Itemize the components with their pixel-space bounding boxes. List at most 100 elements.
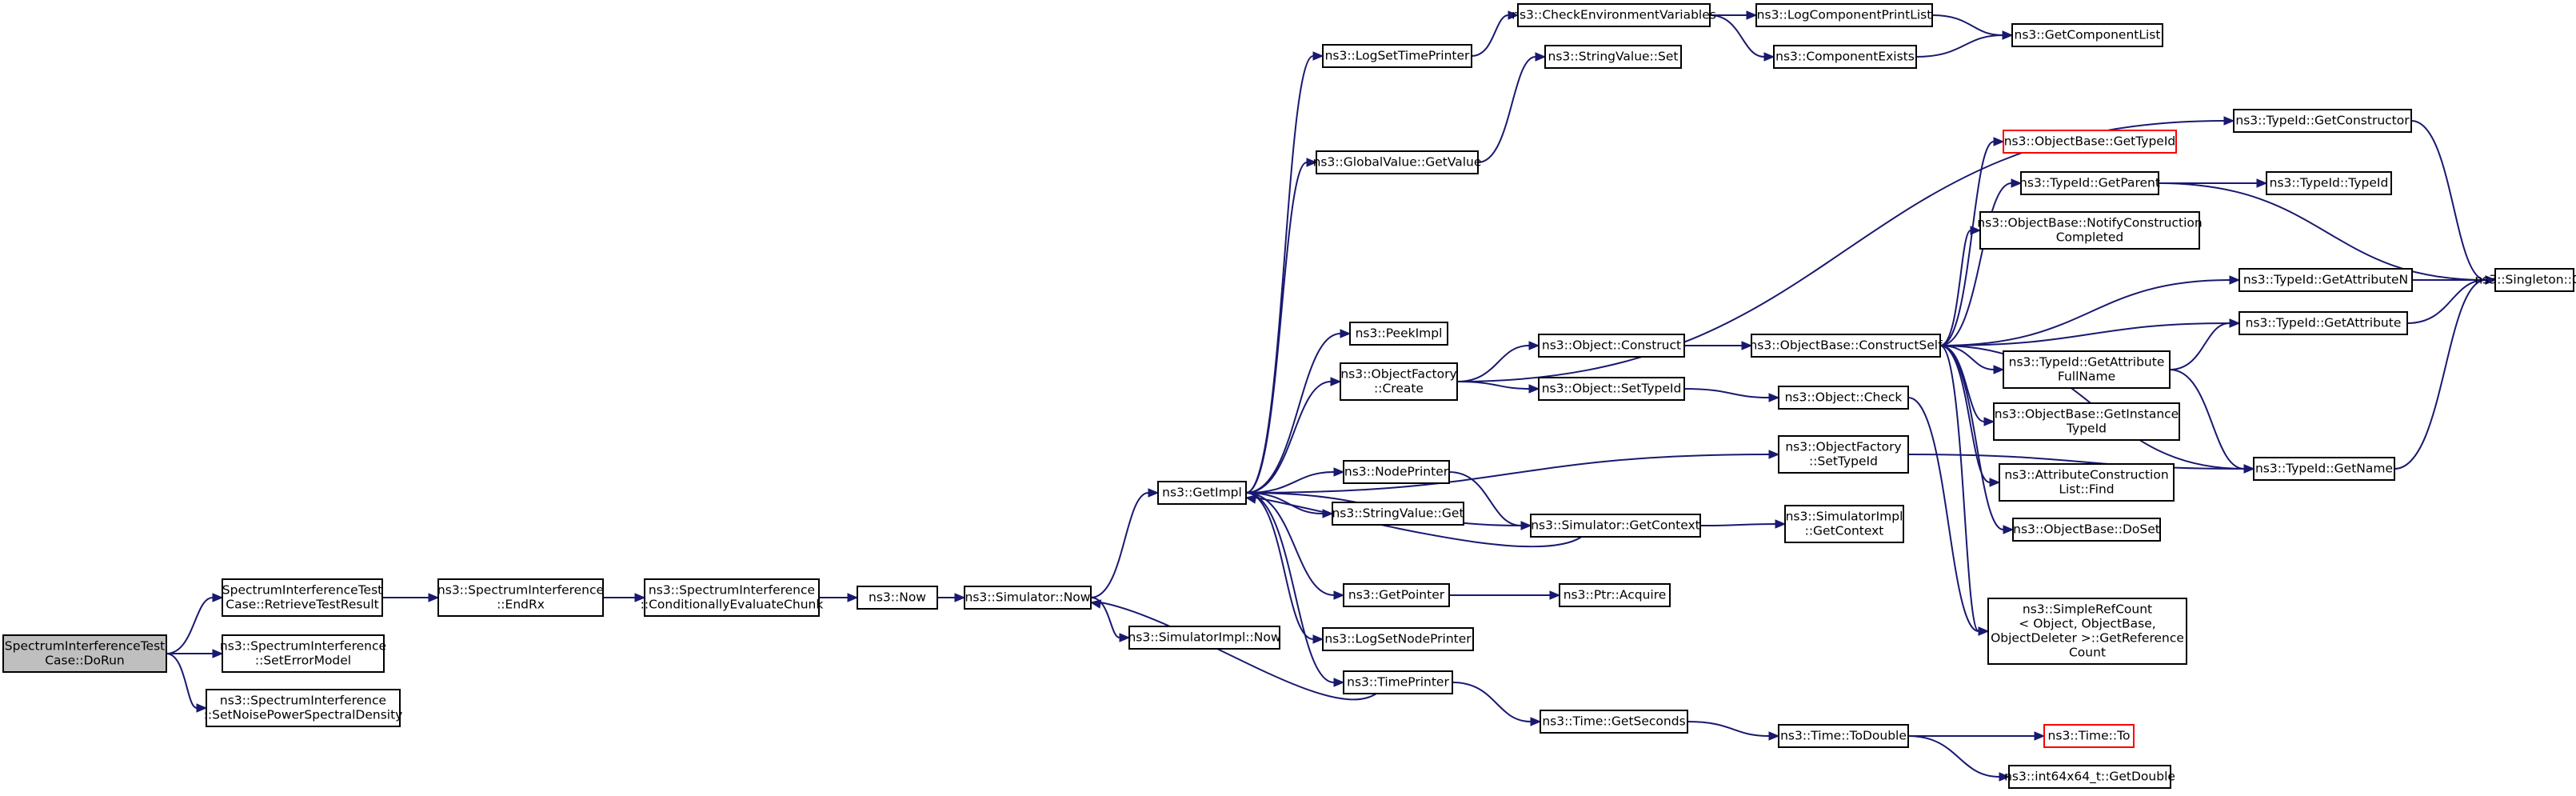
- node-box: [2494, 268, 2574, 292]
- node-box: [1544, 45, 1682, 69]
- node-label: < Object, ObjectBase,: [2019, 617, 2155, 631]
- node-label: ns3::int64x64_t::GetDouble: [2004, 770, 2175, 785]
- node-label: ::SetNoisePowerSpectralDensity: [204, 708, 403, 722]
- node-ns3-objectfactory-create[interactable]: ns3::ObjectFactory::Create: [1340, 362, 1458, 401]
- node-box: [857, 586, 938, 610]
- arrowhead-icon: [1775, 519, 1787, 529]
- node-box: [1332, 502, 1464, 526]
- node-ns3-typeid-getattributen[interactable]: ns3::TypeId::GetAttributeN: [2239, 268, 2413, 292]
- node-ns3-peekimpl[interactable]: ns3::PeekImpl: [1349, 322, 1448, 346]
- node-ns3-typeid-getparent[interactable]: ns3::TypeId::GetParent: [2019, 171, 2160, 195]
- node-box: [1343, 670, 1453, 694]
- node-box: [1340, 362, 1458, 401]
- node-label: ns3::GlobalValue::GetValue: [1313, 155, 1482, 170]
- node-ns3-getcomponentlist[interactable]: ns3::GetComponentList: [2011, 23, 2163, 47]
- arrowhead-icon: [1530, 717, 1542, 726]
- arrowhead-icon: [212, 649, 224, 658]
- node-ns3-simplerefcount-object-objectbase-objectdeleter-getreference-count[interactable]: ns3::SimpleRefCount< Object, ObjectBase,…: [1987, 598, 2187, 665]
- node-label: ns3::NodePrinter: [1344, 465, 1449, 479]
- edge-n35-n37: [1448, 471, 1522, 526]
- node-ns3-logsettimeprinter[interactable]: ns3::LogSetTimePrinter: [1322, 44, 1472, 68]
- node-ns3-objectbase-notifyconstruction-completed[interactable]: ns3::ObjectBase::NotifyConstructionCompl…: [1977, 211, 2203, 250]
- node-ns3-checkenvironmentvariables[interactable]: ns3::CheckEnvironmentVariables: [1512, 3, 1716, 27]
- node-label: ns3::TypeId::GetAttribute: [2246, 316, 2402, 330]
- node-ns3-time-todouble[interactable]: ns3::Time::ToDouble: [1778, 724, 1909, 748]
- node-ns3-logcomponentprintlist[interactable]: ns3::LogComponentPrintList: [1755, 3, 1933, 27]
- node-ns3-getimpl[interactable]: ns3::GetImpl: [1157, 481, 1247, 505]
- node-label: ns3::ObjectBase::ConstructSelf: [1749, 338, 1943, 353]
- node-label: Count: [2069, 646, 2106, 660]
- node-ns3-object-settypeid[interactable]: ns3::Object::SetTypeId: [1538, 377, 1685, 401]
- edge-n43-n44: [1687, 721, 1770, 737]
- arrowhead-icon: [1741, 341, 1753, 350]
- node-ns3-timeprinter[interactable]: ns3::TimePrinter: [1343, 670, 1453, 694]
- arrowhead-icon: [1970, 226, 1982, 235]
- node-ns3-typeid-getattribute[interactable]: ns3::TypeId::GetAttribute: [2239, 311, 2408, 335]
- node-ns3-typeid-getname[interactable]: ns3::TypeId::GetName: [2253, 457, 2395, 481]
- node-box: [1343, 583, 1450, 607]
- node-ns3-spectruminterference-seterrormodel[interactable]: ns3::SpectrumInterference::SetErrorModel: [220, 634, 386, 673]
- node-label: ::Create: [1374, 382, 1424, 396]
- node-ns3-spectruminterference-conditionallyevaluatechunk[interactable]: ns3::SpectrumInterference::Conditionally…: [641, 578, 824, 617]
- edge-n26-n25: [2169, 322, 2231, 370]
- arrowhead-icon: [1528, 341, 1540, 350]
- node-ns3-singleton-get[interactable]: ns3::Singleton::Get: [2474, 268, 2576, 292]
- node-ns3-nodeprinter[interactable]: ns3::NodePrinter: [1343, 460, 1450, 484]
- node-label: ns3::LogComponentPrintList: [1757, 8, 1932, 22]
- node-box: [1530, 514, 1701, 538]
- node-ns3-getpointer[interactable]: ns3::GetPointer: [1343, 583, 1450, 607]
- node-box: [437, 578, 604, 617]
- node-label: ns3::Ptr::Acquire: [1564, 588, 1667, 602]
- edge-n7-n8: [1471, 14, 1509, 57]
- node-ns3-object-check[interactable]: ns3::Object::Check: [1778, 386, 1909, 410]
- edge-n6-n14: [1245, 333, 1341, 494]
- node-ns3-componentexists[interactable]: ns3::ComponentExists: [1773, 45, 1917, 69]
- node-ns3-typeid-getconstructor[interactable]: ns3::TypeId::GetConstructor: [2233, 109, 2412, 133]
- node-ns3-objectbase-doset[interactable]: ns3::ObjectBase::DoSet: [2012, 518, 2161, 542]
- node-ns3-simulatorimpl-getcontext[interactable]: ns3::SimulatorImpl::GetContext: [1784, 505, 1904, 543]
- node-box: [2003, 350, 2171, 389]
- node-label: ::SetTypeId: [1809, 454, 1878, 469]
- node-label: ns3::Simulator::GetContext: [1531, 518, 1700, 533]
- node-ns3-logsetnodeprinter[interactable]: ns3::LogSetNodePrinter: [1322, 627, 1474, 651]
- node-ns3-stringvalue-get[interactable]: ns3::StringValue::Get: [1332, 502, 1464, 526]
- arrowhead-icon: [2002, 30, 2014, 40]
- node-ns3-stringvalue-set[interactable]: ns3::StringValue::Set: [1544, 45, 1682, 69]
- edge-n19-n30: [1939, 345, 2004, 530]
- node-ns3-time-to[interactable]: ns3::Time::To: [2043, 724, 2135, 748]
- node-ns3-simulator-getcontext[interactable]: ns3::Simulator::GetContext: [1530, 514, 1701, 538]
- node-label: ns3::ObjectBase::DoSet: [2013, 522, 2160, 537]
- node-ns3-time-getseconds[interactable]: ns3::Time::GetSeconds: [1540, 710, 1688, 734]
- node-ns3-spectruminterference-endrx[interactable]: ns3::SpectrumInterference::EndRx: [437, 578, 604, 617]
- node-box: [2233, 109, 2412, 133]
- node-ns3-spectruminterference-setnoisepowerspectraldensity[interactable]: ns3::SpectrumInterference::SetNoisePower…: [204, 689, 403, 727]
- arrowhead-icon: [1768, 731, 1780, 741]
- arrowhead-icon: [1119, 633, 1131, 642]
- node-ns3-typeid-typeid[interactable]: ns3::TypeId::TypeId: [2266, 171, 2392, 195]
- node-ns3-simulatorimpl-now[interactable]: ns3::SimulatorImpl::Now: [1128, 626, 1281, 650]
- arrowhead-icon: [1333, 678, 1345, 687]
- arrowhead-icon: [2223, 116, 2235, 126]
- node-ns3-objectbase-constructself[interactable]: ns3::ObjectBase::ConstructSelf: [1749, 334, 1943, 358]
- arrowhead-icon: [428, 593, 440, 602]
- edge-n9-n10: [1931, 14, 2003, 36]
- node-ns3-int64x64-t-getdouble[interactable]: ns3::int64x64_t::GetDouble: [2004, 765, 2175, 789]
- node-ns3-object-construct[interactable]: ns3::Object::Construct: [1538, 334, 1685, 358]
- node-ns3-ptr-acquire[interactable]: ns3::Ptr::Acquire: [1559, 583, 1671, 607]
- node-ns3-simulator-now[interactable]: ns3::Simulator::Now: [964, 586, 1092, 610]
- node-ns3-objectbase-gettypeid[interactable]: ns3::ObjectBase::GetTypeId: [2003, 130, 2177, 154]
- edge-n27-n17: [2394, 279, 2486, 470]
- node-ns3-globalvalue-getvalue[interactable]: ns3::GlobalValue::GetValue: [1313, 150, 1482, 174]
- node-ns3-objectfactory-settypeid[interactable]: ns3::ObjectFactory::SetTypeId: [1778, 435, 1909, 474]
- node-ns3-now[interactable]: ns3::Now: [857, 586, 938, 610]
- node-box: [964, 586, 1092, 610]
- node-spectruminterferencetest-case-retrievetestresult[interactable]: SpectrumInterferenceTestCase::RetrieveTe…: [222, 578, 383, 617]
- edge-n25-n17: [2406, 279, 2486, 324]
- edge-n37-n38: [1699, 523, 1776, 526]
- node-box: [1517, 3, 1711, 27]
- node-label: ns3::Time::ToDouble: [1780, 729, 1907, 743]
